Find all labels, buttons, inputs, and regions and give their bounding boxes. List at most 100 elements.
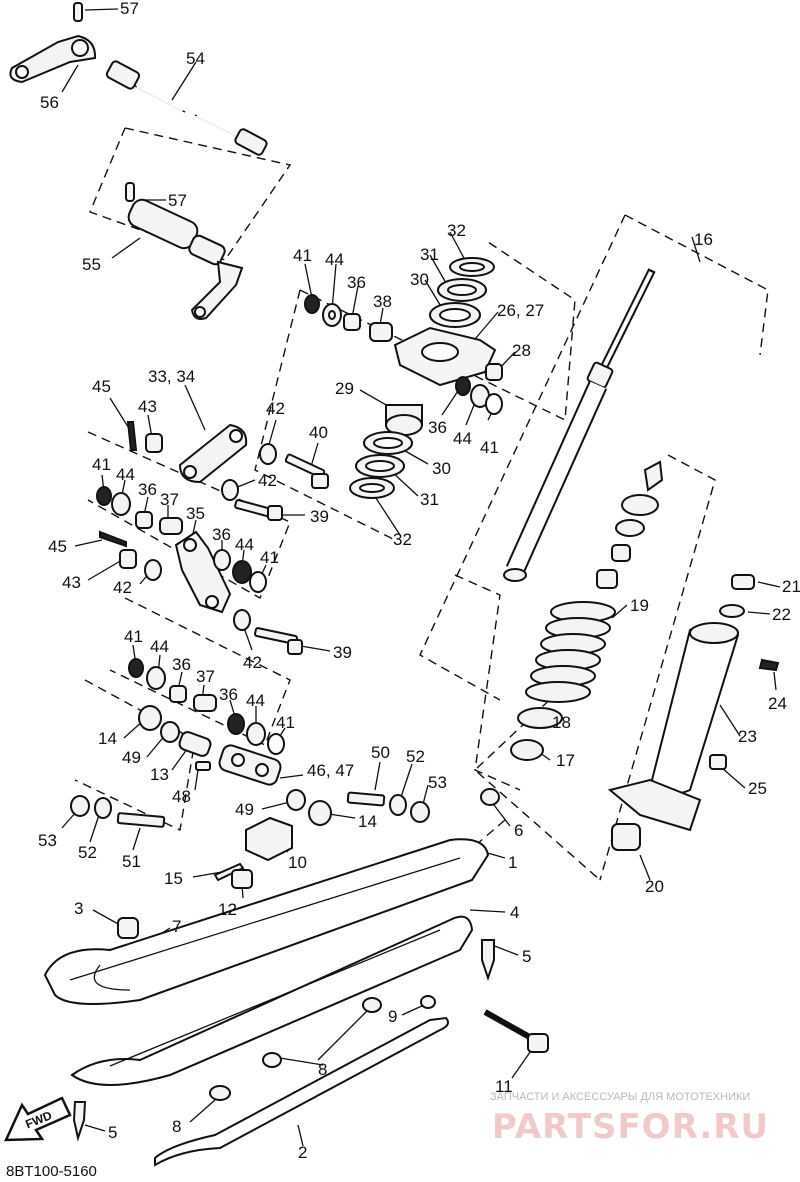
- callout: 13: [150, 765, 169, 784]
- bolt-11: [527, 1033, 549, 1053]
- callout: 28: [512, 341, 531, 360]
- callout: 52: [78, 843, 97, 862]
- callout: 32: [447, 221, 466, 240]
- pin-57-top: [73, 2, 83, 22]
- fwd-arrow-icon: [4, 1096, 72, 1142]
- callout: 30: [432, 459, 451, 478]
- bolt-28: [485, 363, 503, 381]
- callout: 38: [373, 292, 392, 311]
- callout: 41: [293, 246, 312, 265]
- callout: 54: [186, 49, 205, 68]
- callout: 44: [325, 250, 344, 269]
- callout: 36: [428, 418, 447, 437]
- callout: 5: [108, 1123, 117, 1142]
- pin-15: [213, 862, 245, 882]
- arm-35: [174, 530, 232, 614]
- ski-1: [43, 838, 490, 1005]
- callout: 4: [510, 903, 519, 922]
- link-33-34: [178, 423, 248, 484]
- callout: 12: [218, 900, 237, 919]
- bolt-50: [346, 791, 386, 807]
- callout: 44: [150, 637, 169, 656]
- callout: 56: [40, 93, 59, 112]
- callout: 46, 47: [307, 761, 354, 780]
- callout: 43: [62, 573, 81, 592]
- callout: 41: [260, 548, 279, 567]
- callout: 35: [186, 504, 205, 523]
- callout: 51: [122, 852, 141, 871]
- callout: 8: [172, 1117, 181, 1136]
- callout: 43: [138, 397, 157, 416]
- callout: 33, 34: [148, 367, 195, 386]
- shaft-54-b: [234, 128, 268, 156]
- callout: 45: [92, 377, 111, 396]
- bolt-5: [481, 939, 495, 982]
- callout: 20: [645, 877, 664, 896]
- callout: 44: [116, 465, 135, 484]
- lever-55: [190, 260, 244, 320]
- callout: 2: [298, 1143, 307, 1162]
- callout: 7: [172, 917, 181, 936]
- callout: 49: [235, 800, 254, 819]
- callout: 24: [768, 694, 787, 713]
- nut-3: [117, 917, 139, 939]
- sleeve-13: [178, 731, 212, 757]
- callout: 14: [358, 812, 377, 831]
- callout: 19: [630, 596, 649, 615]
- callout: 5: [522, 947, 531, 966]
- callout: 41: [276, 713, 295, 732]
- watermark-tagline: ЗАПЧАСТИ И АКСЕССУАРЫ ДЛЯ МОТОТЕХНИКИ: [490, 1091, 750, 1103]
- callout: 52: [406, 747, 425, 766]
- diagram-code: 8BT100-5160: [6, 1163, 97, 1180]
- callout: 21: [782, 577, 800, 596]
- callout: 8: [318, 1060, 327, 1079]
- callout: 1: [508, 853, 517, 872]
- callout: 42: [266, 399, 285, 418]
- block-10: [245, 816, 293, 862]
- clip-45a: [126, 421, 138, 451]
- callout: 30: [410, 270, 429, 289]
- callout: 9: [388, 1007, 397, 1026]
- callout: 48: [172, 787, 191, 806]
- callout: 37: [160, 490, 179, 509]
- callout: 44: [235, 535, 254, 554]
- callout: 31: [420, 245, 439, 264]
- callout: 36: [347, 273, 366, 292]
- callout: 57: [120, 0, 139, 18]
- callout: 57: [168, 191, 187, 210]
- watermark-brand: PARTSFOR.RU: [492, 1107, 769, 1147]
- callout: 39: [333, 643, 352, 662]
- callout: 36: [172, 655, 191, 674]
- callout: 16: [694, 230, 713, 249]
- callout: 42: [113, 578, 132, 597]
- spring-19: [525, 601, 616, 703]
- callout: 22: [772, 605, 791, 624]
- ski-4: [70, 915, 474, 1086]
- callout: 14: [98, 729, 117, 748]
- callout: 25: [748, 779, 767, 798]
- callout: 6: [514, 821, 523, 840]
- cylinder-55: [127, 198, 199, 250]
- callout: 17: [556, 751, 575, 770]
- callout: 39: [310, 507, 329, 526]
- pin-57-mid: [125, 182, 135, 202]
- callout: 26, 27: [497, 301, 544, 320]
- shaft-54-a: [105, 60, 141, 90]
- callout: 53: [38, 831, 57, 850]
- callout: 15: [164, 869, 183, 888]
- callout: 42: [258, 471, 277, 490]
- callout: 41: [480, 438, 499, 457]
- callout: 31: [420, 490, 439, 509]
- callout: 44: [453, 429, 472, 448]
- callout: 36: [219, 685, 238, 704]
- callout: 3: [74, 899, 83, 918]
- callout: 41: [92, 455, 111, 474]
- callout: 36: [212, 525, 231, 544]
- callout: 49: [122, 748, 141, 767]
- callout: 50: [371, 743, 390, 762]
- runner-2: [154, 1016, 449, 1167]
- callout: 55: [82, 255, 101, 274]
- parts-drawing: [4, 2, 780, 1167]
- bolt-51: [116, 812, 166, 828]
